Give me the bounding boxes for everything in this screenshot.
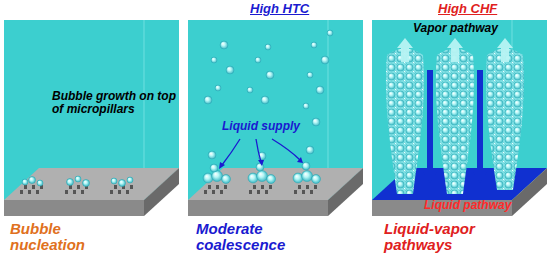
callout-label: Liquid pathway	[424, 199, 511, 212]
callout-label: Bubble growth on top of micropillars	[52, 90, 176, 115]
heading-label: High HTC	[250, 2, 309, 16]
panel-coalescence	[188, 20, 363, 216]
stage-label: Moderate coalescence	[196, 221, 308, 253]
callout-label: Liquid supply	[222, 120, 300, 133]
callout-label: Vapor pathway	[413, 22, 498, 35]
stage-label: Bubble nucleation	[10, 221, 100, 253]
stage-label: Liquid-vapor pathways	[384, 221, 496, 253]
panel-nucleation	[4, 20, 179, 216]
panel-pathways	[372, 20, 547, 216]
heading-label: High CHF	[438, 2, 497, 16]
